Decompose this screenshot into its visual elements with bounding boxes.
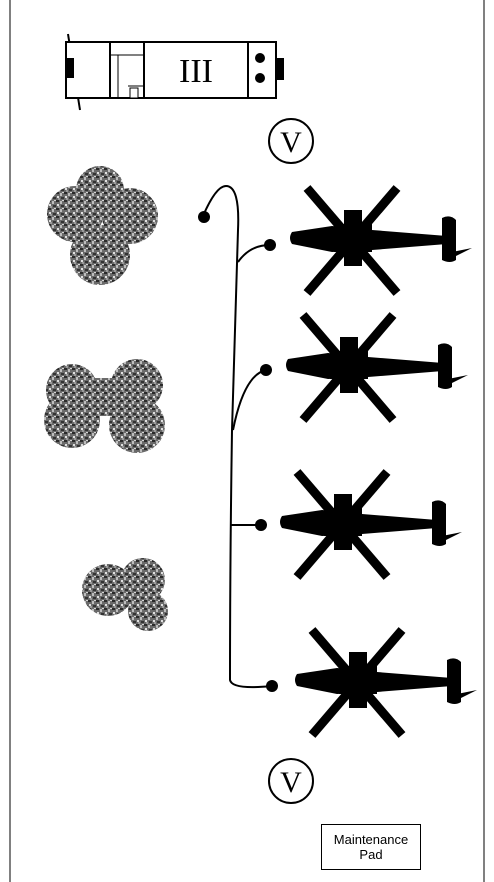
helicopter-1 xyxy=(290,188,472,293)
maintenance-pad-line2: Pad xyxy=(359,847,383,862)
top-marker-symbol: V xyxy=(280,126,302,159)
command-trailer: III xyxy=(65,33,284,111)
helicopter-3 xyxy=(280,472,462,577)
maintenance-pad-line1: Maintenance xyxy=(333,832,409,847)
helicopter-4 xyxy=(295,630,477,735)
maintenance-pad: Maintenance Pad xyxy=(321,824,421,870)
hose-nozzles xyxy=(198,211,278,692)
bottom-marker: V xyxy=(268,758,314,804)
trailer-label: III xyxy=(179,53,213,90)
bottom-marker-symbol: V xyxy=(280,766,302,799)
helicopter-2 xyxy=(286,315,468,420)
camo-blob-1 xyxy=(47,166,158,285)
camo-blob-2 xyxy=(44,359,165,453)
fuel-hoses xyxy=(202,184,273,689)
top-marker: V xyxy=(268,118,314,164)
camo-blob-3 xyxy=(82,558,168,631)
